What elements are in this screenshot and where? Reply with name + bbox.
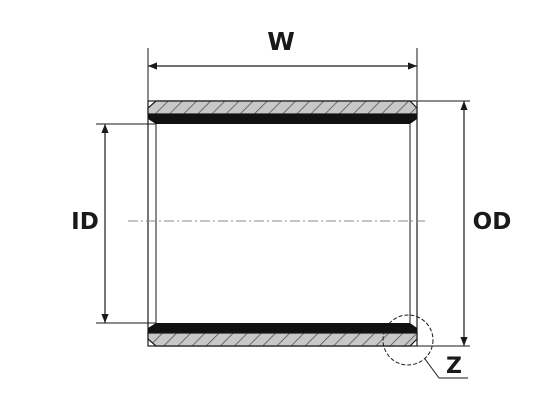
top-liner: [148, 114, 417, 124]
bottom-liner: [148, 323, 417, 333]
bushing-body: [147, 100, 418, 347]
outer-diameter-label: OD: [473, 209, 512, 235]
detail-label: Z: [446, 354, 462, 379]
detail-leader: [424, 358, 440, 379]
detail-circle: [382, 314, 434, 366]
bottom-wall-shell: [147, 332, 418, 347]
top-wall-shell: [147, 100, 418, 115]
width-label: W: [267, 27, 295, 56]
inner-diameter-label: ID: [71, 209, 99, 235]
